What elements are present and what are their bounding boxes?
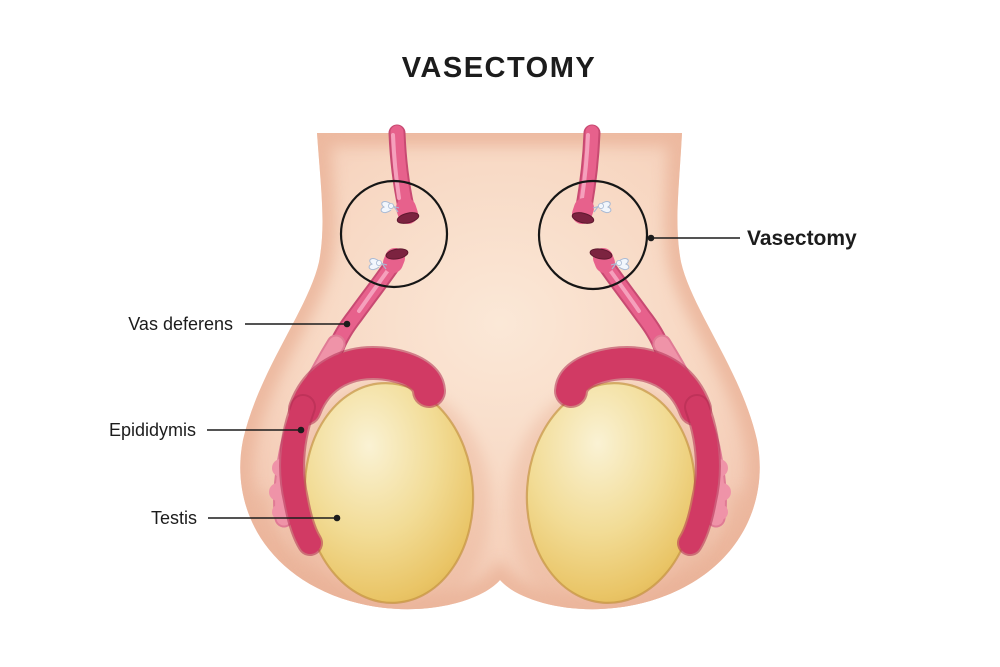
site-circle-left [339, 179, 449, 289]
label-vasectomy-text: Vasectomy [747, 227, 857, 250]
label-vasectomy: Vasectomy [647, 227, 857, 250]
label-epididymis: Epididymis [109, 420, 305, 440]
label-testis: Testis [151, 508, 341, 528]
page-title: VASECTOMY [402, 52, 597, 84]
epididymis-right-shape [554, 346, 722, 556]
label-vas-deferens-text: Vas deferens [128, 314, 233, 334]
leader-dot [647, 234, 655, 242]
label-vas-deferens: Vas deferens [128, 314, 351, 334]
vasectomy-site-left [368, 198, 420, 273]
label-epididymis-text: Epididymis [109, 420, 196, 440]
site-circle-right [537, 179, 649, 291]
epididymis-left-shape [278, 346, 446, 556]
label-testis-text: Testis [151, 508, 197, 528]
leader-dot [297, 426, 305, 434]
vasectomy-site-right [571, 198, 630, 273]
leader-dot [333, 514, 341, 522]
leader-dot [343, 320, 351, 328]
